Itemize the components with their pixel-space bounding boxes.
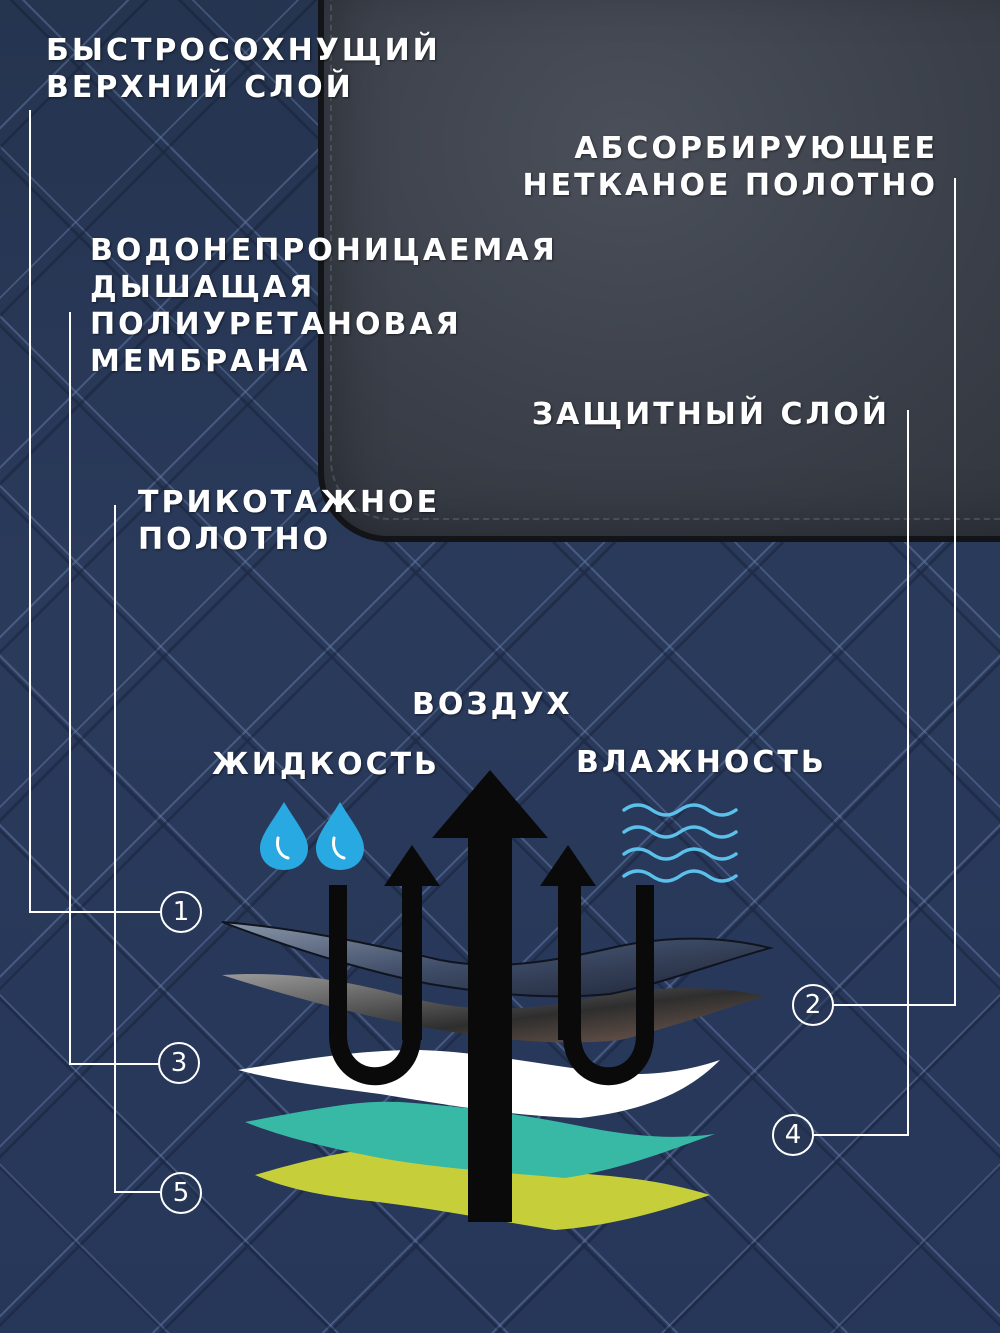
layer-2-brown [222, 973, 765, 1043]
leader-line-4 [812, 410, 909, 1136]
water-drop-icon [260, 802, 364, 870]
marker-1: 1 [160, 891, 202, 933]
marker-3: 3 [158, 1042, 200, 1084]
felt-edge-stitch [330, 0, 1000, 520]
air-arrow-right [540, 845, 596, 1040]
leader-lines [29, 110, 956, 1193]
leader-line-5 [114, 505, 160, 1193]
water-drop-2 [316, 802, 364, 870]
leader-line-1 [29, 110, 160, 913]
humidity-path-right [563, 880, 654, 1086]
air-arrow-main [432, 770, 548, 1222]
water-drop-1 [260, 802, 308, 870]
liquid-path-left [329, 880, 421, 1086]
layer-1-dark [221, 921, 774, 998]
leader-line-3 [69, 312, 160, 1065]
air-label: ВОЗДУХ [412, 687, 573, 722]
liquid-label: ЖИДКОСТЬ [212, 747, 440, 782]
marker-2: 2 [792, 984, 834, 1026]
leader-line-2 [832, 178, 956, 1006]
humidity-label: ВЛАЖНОСТЬ [576, 745, 827, 780]
air-arrow-left [384, 845, 440, 1040]
label-layer-4: ЗАЩИТНЫЙ СЛОЙ [531, 397, 890, 432]
humidity-waves-icon [622, 803, 738, 883]
marker-5: 5 [160, 1172, 202, 1214]
air-arrow-icon [384, 770, 596, 1222]
marker-4: 4 [772, 1114, 814, 1156]
felt-layer-corner [318, 0, 1000, 542]
